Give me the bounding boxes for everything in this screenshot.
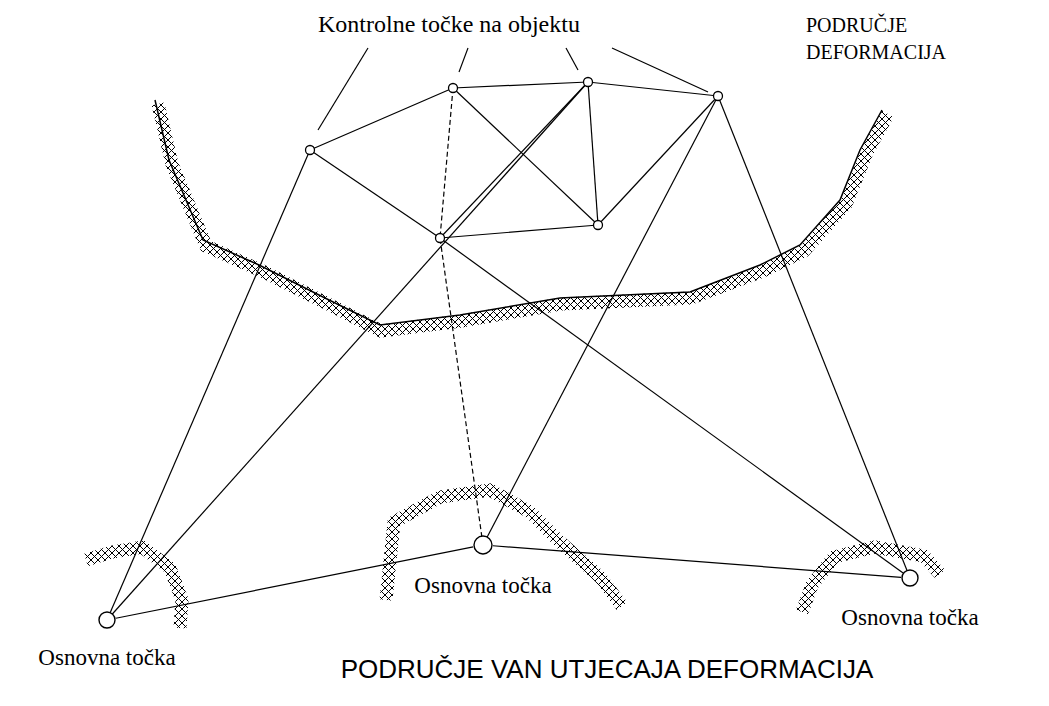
point-label: Osnovna točka	[38, 645, 175, 671]
point-circle	[98, 611, 116, 629]
point-label: Osnovna točka	[414, 573, 551, 599]
base-point: Osnovna točka	[98, 611, 116, 629]
base-point: Osnovna točka	[473, 535, 493, 555]
point-circle	[901, 569, 919, 587]
terrain-hatch	[158, 104, 888, 331]
point-circle	[474, 536, 492, 554]
point-circle	[902, 570, 918, 586]
callout-label: Kontrolne točke na objektu	[318, 8, 580, 40]
base-point: Osnovna točka	[901, 569, 919, 587]
network-lines	[107, 48, 910, 620]
hill-hatch	[86, 547, 182, 628]
region-label: PODRUČJE DEFORMACIJA	[806, 12, 971, 66]
point-circle	[99, 612, 115, 628]
point-label: Osnovna točka	[841, 605, 978, 631]
terrain-line	[155, 100, 882, 325]
control-points	[306, 78, 723, 243]
hill-hatch	[386, 490, 622, 606]
hill-hatch	[802, 547, 940, 612]
base-connector	[493, 546, 901, 578]
region-label: PODRUČJE VAN UTJECAJA DEFORMACIJA	[341, 652, 874, 687]
point-circle	[473, 535, 493, 555]
